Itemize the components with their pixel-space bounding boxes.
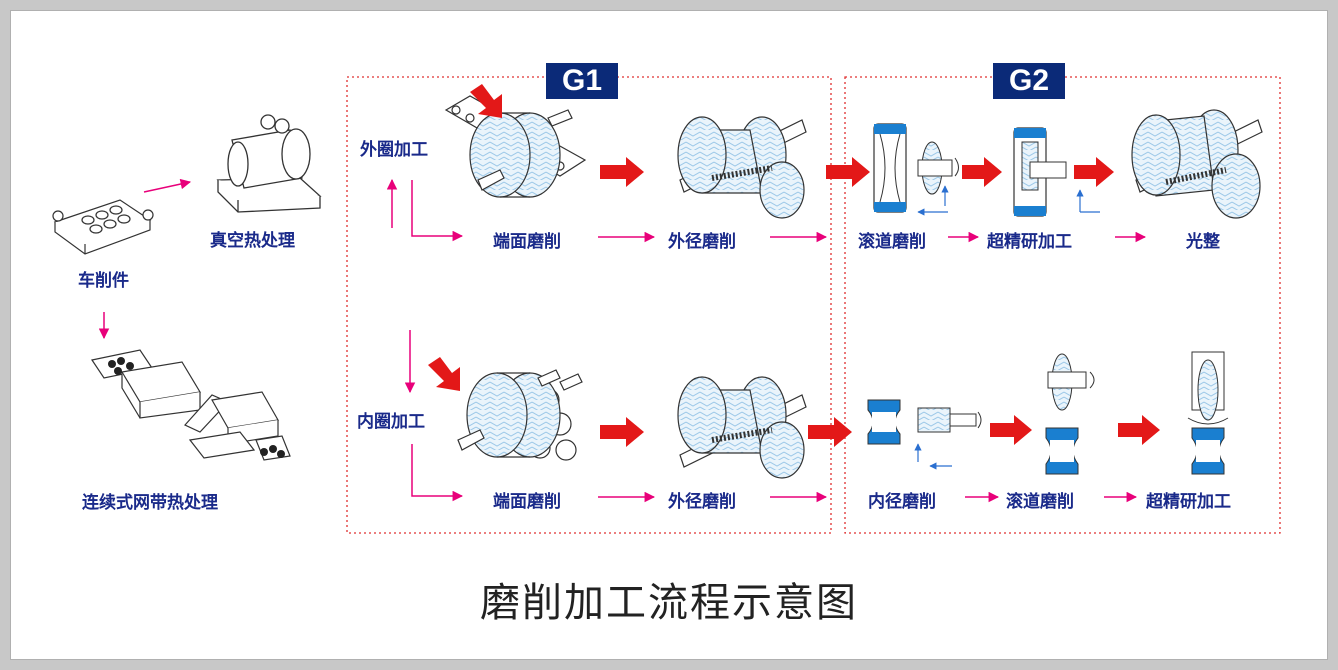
diagram-frame — [10, 10, 1328, 660]
inner-ring-bore-illustration — [867, 399, 982, 470]
label-g1-inner-face: 端面磨削 — [493, 492, 561, 512]
vacuum-furnace-illustration — [216, 114, 322, 213]
red-arrow-g2-top-2 — [1074, 157, 1114, 187]
label-g2-outer-superfinish: 超精研加工 — [987, 232, 1072, 252]
red-arrow-g1-to-g2-bottom — [808, 417, 852, 447]
g1-badge: G1 — [546, 63, 618, 99]
label-inner-ring: 内圈加工 — [357, 412, 425, 432]
diagram-title: 磨削加工流程示意图 — [480, 580, 858, 626]
outer-ring-superfinish-illustration — [1013, 127, 1100, 217]
red-arrow-feed-bottom — [428, 357, 460, 391]
flow-arrow-outer-face — [411, 180, 464, 242]
label-vacuum-heat: 真空热处理 — [210, 231, 295, 251]
red-arrow-g1-to-g2-top — [826, 157, 870, 187]
od-grinder-illustration-bottom — [677, 376, 807, 479]
label-continuous-heat: 连续式网带热处理 — [82, 493, 218, 513]
label-g2-inner-superfinish: 超精研加工 — [1146, 492, 1231, 512]
label-g1-outer-od: 外径磨削 — [668, 232, 736, 252]
red-arrow-g1-top — [600, 157, 644, 187]
big-red-arrows — [428, 84, 1160, 447]
label-g1-outer-face: 端面磨削 — [493, 232, 561, 252]
red-arrow-g2-bottom-1 — [990, 415, 1032, 445]
turned-part-illustration — [52, 199, 154, 255]
label-outer-ring: 外圈加工 — [360, 140, 428, 160]
red-arrow-feed-top — [470, 84, 502, 118]
label-turned-part: 车削件 — [78, 271, 129, 291]
polish-illustration — [1131, 109, 1263, 219]
flow-arrow-to-vacuum — [143, 178, 192, 193]
outer-ring-raceway-illustration — [873, 123, 959, 216]
inner-ring-superfinish-illustration — [1187, 351, 1229, 475]
od-grinder-illustration-top — [677, 116, 807, 219]
label-g2-inner-raceway: 滚道磨削 — [1006, 492, 1074, 512]
red-arrow-g2-bottom-2 — [1118, 415, 1160, 445]
label-g2-outer-polish: 光整 — [1186, 232, 1220, 252]
steel-balls-icon — [108, 357, 285, 458]
red-arrow-g1-bottom — [600, 417, 644, 447]
face-grinder-illustration — [444, 95, 587, 198]
g2-badge: G2 — [993, 63, 1065, 99]
inner-ring-raceway-illustration — [1045, 353, 1095, 475]
red-arrow-g2-top-1 — [962, 157, 1002, 187]
label-g1-inner-od: 外径磨削 — [668, 492, 736, 512]
face-grinder-inner-illustration — [457, 369, 583, 461]
label-g2-inner-bore: 内径磨削 — [868, 492, 936, 512]
mesh-belt-furnace-illustration — [91, 349, 291, 461]
label-g2-outer-raceway: 滚道磨削 — [858, 232, 926, 252]
flow-arrow-inner-face — [411, 444, 464, 502]
